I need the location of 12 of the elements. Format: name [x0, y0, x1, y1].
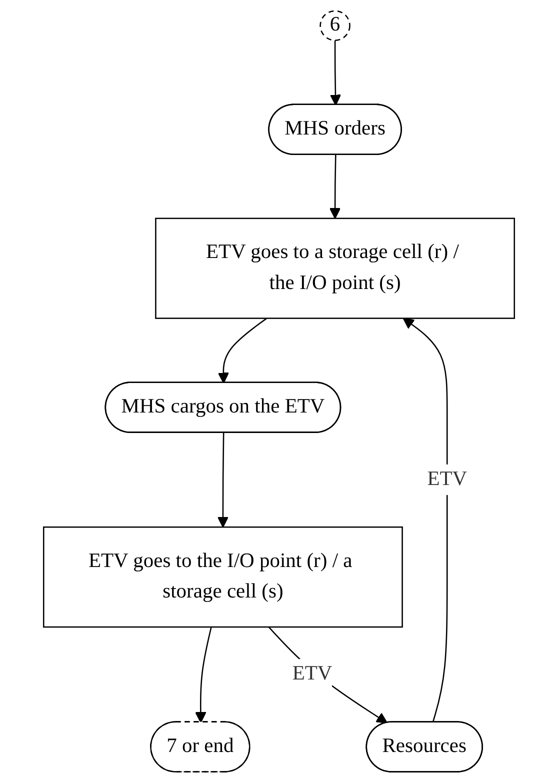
arrow — [268, 626, 388, 724]
arrow — [330, 40, 342, 106]
edge-label: ETV — [427, 468, 468, 490]
arrow — [218, 318, 268, 384]
arrow — [329, 154, 341, 219]
node-box: ETV goes to the I/O point (r) / a storage cell (s) — [43, 526, 403, 628]
node-circle: 6 — [320, 10, 350, 41]
edge-label: ETV — [292, 662, 332, 685]
arrow — [195, 626, 212, 723]
arrow — [402, 318, 448, 723]
arrow — [217, 432, 229, 528]
node-box: ETV goes to a storage cell (r) / the I/O point (s) — [155, 218, 515, 319]
